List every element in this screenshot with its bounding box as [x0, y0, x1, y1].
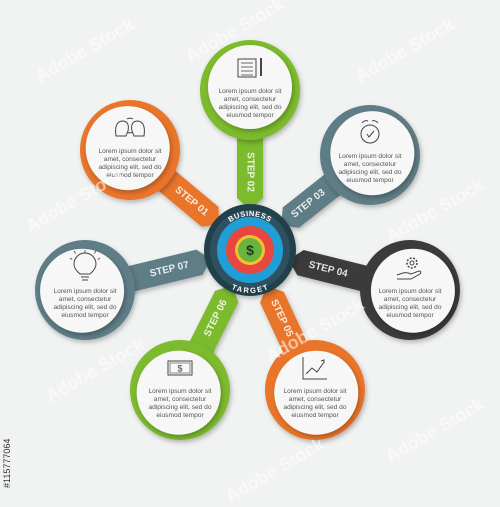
step-text-line: Lorem ipsum dolor sit	[218, 88, 282, 95]
step-text-line: amet, consectetur	[103, 156, 157, 163]
lightbulb-icon	[69, 250, 101, 281]
stock-id: #115777064	[2, 438, 12, 488]
step-disc-4	[360, 240, 460, 340]
step-text-line: adipiscing elit, sed do	[283, 404, 347, 411]
step-disc-5	[265, 340, 365, 440]
line-chart-icon	[302, 357, 327, 380]
coin-icon	[238, 238, 262, 262]
dollar-icon: $	[246, 242, 254, 258]
step-text-line: amet, consectetur	[383, 296, 437, 303]
step-disc-1	[80, 100, 180, 200]
step-disc-3	[320, 105, 420, 205]
step-text-line: Lorem ipsum dolor sit	[98, 148, 162, 155]
step-text-line: Lorem ipsum dolor sit	[378, 288, 442, 295]
step-text-line: amet, consectetur	[343, 161, 397, 168]
step-text-line: adipiscing elit, sed do	[338, 169, 402, 176]
step-text-line: adipiscing elit, sed do	[218, 104, 282, 111]
svg-text:$: $	[177, 364, 182, 374]
step-text-line: amet, consectetur	[153, 396, 207, 403]
alarm-clock-icon	[360, 120, 380, 144]
step-text-line: eiusmod tempor	[291, 412, 339, 419]
step-text-line: Lorem ipsum dolor sit	[283, 388, 347, 395]
step-text-line: adipiscing elit, sed do	[378, 304, 442, 311]
step-text-line: adipiscing elit, sed do	[53, 304, 117, 311]
step-text-line: eiusmod tempor	[386, 312, 434, 319]
gear-hand-icon	[396, 257, 422, 280]
step-discs	[35, 40, 460, 440]
step-text-line: eiusmod tempor	[106, 172, 154, 179]
step-text-line: eiusmod tempor	[61, 312, 109, 319]
step-text-line: Lorem ipsum dolor sit	[148, 388, 212, 395]
step-text-line: eiusmod tempor	[226, 112, 274, 119]
step-disc-6	[130, 340, 230, 440]
step-text-line: eiusmod tempor	[346, 177, 394, 184]
business-target-hub: $ BUSINESS TARGET	[204, 204, 296, 296]
step-disc-7	[35, 240, 135, 340]
notes-pencil-icon	[237, 58, 262, 78]
brainstorm-heads-icon	[115, 117, 145, 137]
step-text-line: amet, consectetur	[288, 396, 342, 403]
step-text-line: Lorem ipsum dolor sit	[53, 288, 117, 295]
step-text-line: eiusmod tempor	[156, 412, 204, 419]
step-text-line: adipiscing elit, sed do	[98, 164, 162, 171]
step-text-line: amet, consectetur	[58, 296, 112, 303]
step-icons: $	[69, 58, 422, 380]
step-text-line: adipiscing elit, sed do	[148, 404, 212, 411]
step-text-line: Lorem ipsum dolor sit	[338, 153, 402, 160]
step-text-line: amet, consectetur	[223, 96, 277, 103]
banknote-icon: $	[167, 360, 193, 376]
step-disc-2	[200, 40, 300, 140]
step-label-2: STEP 02	[244, 152, 255, 192]
